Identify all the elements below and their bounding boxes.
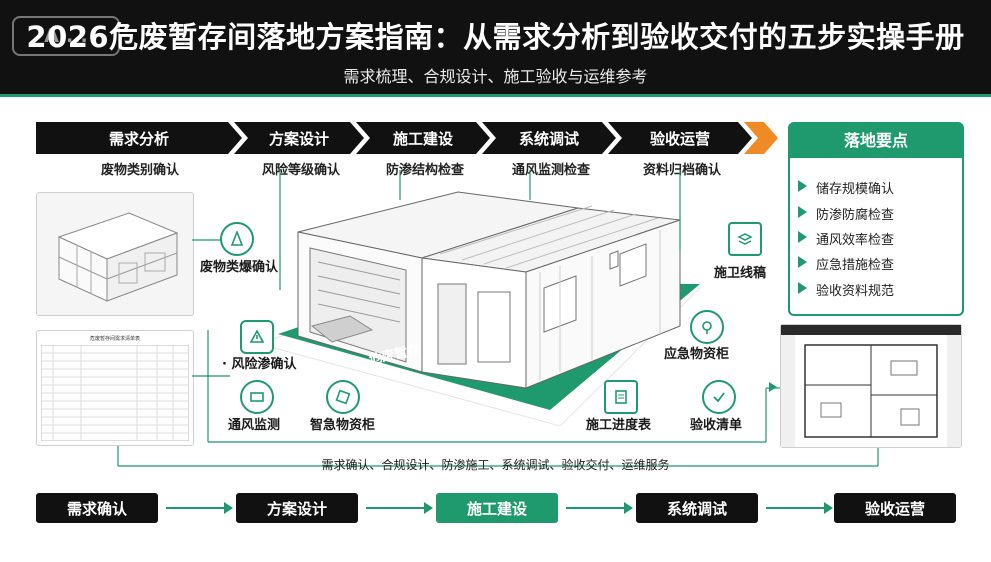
header-bar: [0, 0, 991, 96]
calculator-icon: [604, 380, 638, 414]
process-summary-text: 需求确认、合规设计、防渗施工、系统调试、验收交付、运维服务: [321, 458, 670, 472]
building-sketch-thumbnail: [36, 192, 194, 316]
brand-logo: AI...: [12, 16, 120, 56]
check-shield-icon: [702, 380, 736, 414]
flow-arrow-line: [366, 507, 424, 509]
callout-checklist: 验收清单: [690, 418, 743, 433]
key-points-title: 落地要点: [790, 124, 962, 158]
floor-plan-thumbnail: [780, 324, 962, 448]
warning-icon: [240, 320, 274, 354]
key-point-item: 防渗防腐检查: [798, 204, 895, 223]
step-sub-1: 废物类别确认: [100, 163, 179, 178]
key-point-item: 储存规模确认: [798, 178, 895, 197]
flow-step-2: 方案设计: [236, 493, 358, 523]
callout-ventilation: 通风监测: [228, 418, 281, 433]
cabinet-icon: [326, 380, 360, 414]
arrow-right-icon: [624, 502, 633, 514]
header-accent-line: [0, 94, 991, 97]
flow-step-4: 系统调试: [636, 493, 758, 523]
arrow-right-icon: [769, 382, 777, 392]
layers-icon: [728, 222, 762, 256]
key-point-label: 储存规模确认: [816, 182, 895, 197]
callout-line-draft: 施卫线稿: [714, 266, 767, 281]
play-icon: [798, 282, 807, 294]
play-icon: [798, 231, 807, 243]
key-point-item: 应急措施检查: [798, 254, 895, 273]
step-label-5: 验收运营: [649, 129, 710, 148]
arrow-right-icon: [224, 502, 233, 514]
callout-leak-confirm: · 风险渗确认: [222, 357, 297, 372]
step-label-4: 系统调试: [518, 129, 579, 148]
flow-step-5: 验收运营: [834, 493, 956, 523]
fire-icon: [220, 222, 254, 256]
step-label-3: 施工建设: [392, 129, 453, 148]
play-icon: [798, 206, 807, 218]
step-sub-5: 资料归档确认: [642, 163, 721, 178]
arrow-right-icon: [824, 502, 833, 514]
key-point-label: 通风效率检查: [816, 233, 895, 248]
page-title: 2026危废暂存间落地方案指南：从需求分析到验收交付的五步实操手册: [26, 20, 965, 54]
callout-fire-classification: 废物类爆确认: [200, 260, 279, 275]
key-point-label: 验收资料规范: [816, 284, 895, 299]
doc-thumbnail-title: 危废暂存间需求清单表: [89, 336, 140, 342]
step-chevron-3: 施工建设: [356, 122, 490, 154]
requirements-table-thumbnail: 危废暂存间需求清单表: [36, 330, 194, 446]
arrow-right-icon: [424, 502, 433, 514]
page-subtitle: 需求梳理、合规设计、施工验收与运维参考: [343, 67, 648, 86]
location-pin-icon: [690, 310, 724, 344]
key-point-item: 验收资料规范: [798, 280, 895, 299]
step-sub-2: 风险等级确认: [261, 163, 340, 178]
step-label-2: 方案设计: [268, 129, 329, 148]
fan-icon: [240, 380, 274, 414]
hazardous-storage-building-illustration: 危废暂存: [258, 191, 702, 427]
step-sub-3: 防渗结构检查: [385, 163, 464, 178]
step-chevron-4: 系统调试: [482, 122, 616, 154]
key-point-item: 通风效率检查: [798, 229, 895, 248]
step-chevron-1: 需求分析: [36, 122, 242, 154]
step-sub-4: 通风监测检查: [511, 163, 590, 178]
step-chevron-5: 验收运营: [608, 122, 752, 154]
play-icon: [798, 256, 807, 268]
callout-emergency-cabinet: 应急物资柜: [664, 347, 730, 362]
step-chevron-2: 方案设计: [234, 122, 364, 154]
callout-smart-cabinet: 智急物资柜: [310, 418, 376, 433]
callout-schedule: 施工进度表: [586, 418, 652, 433]
key-points-panel: 落地要点 储存规模确认 防渗防腐检查 通风效率检查 应急措施检查 验收资料规范: [788, 122, 964, 316]
key-point-label: 防渗防腐检查: [816, 208, 895, 223]
flow-step-3: 施工建设: [436, 493, 558, 523]
flow-step-1: 需求确认: [36, 493, 158, 523]
play-icon: [798, 180, 807, 192]
step-label-1: 需求分析: [108, 129, 169, 148]
flow-arrow-line: [566, 507, 624, 509]
key-point-label: 应急措施检查: [816, 258, 895, 273]
flow-arrow-line: [166, 507, 224, 509]
flow-arrow-line: [766, 507, 824, 509]
